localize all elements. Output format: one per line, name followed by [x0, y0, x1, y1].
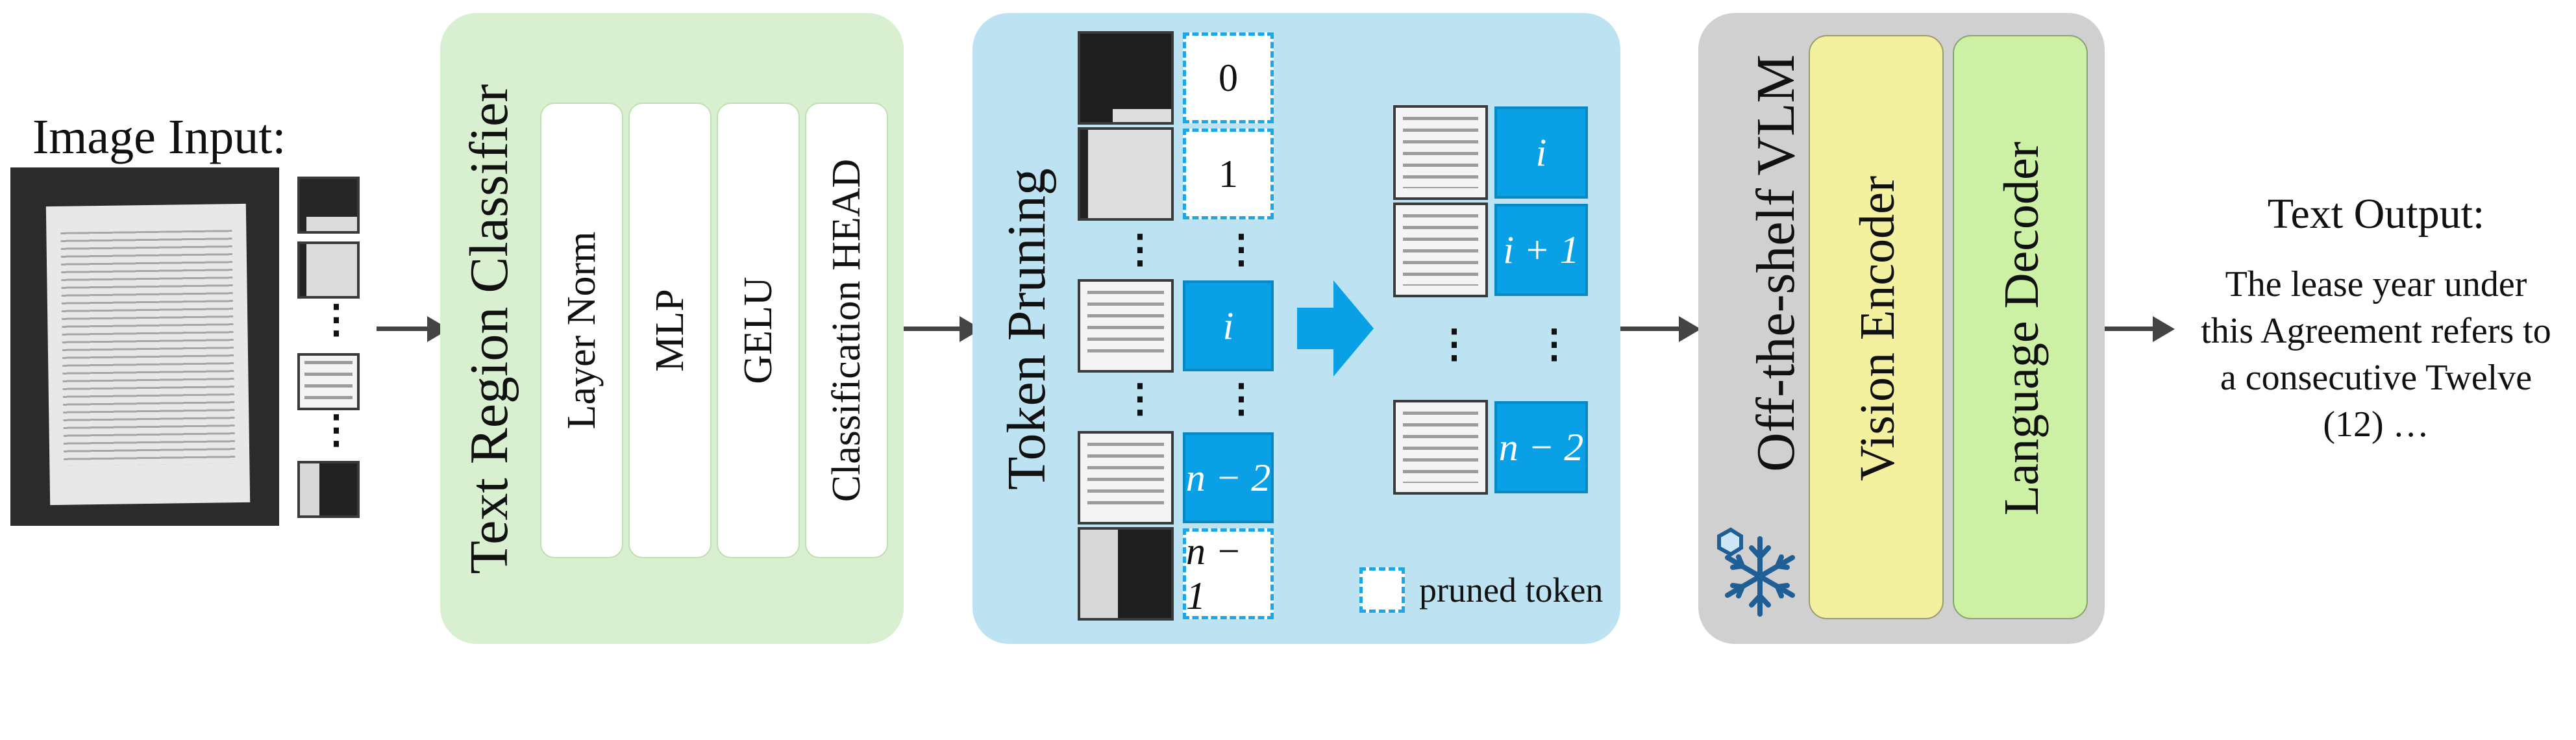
pruning-patch-i	[1078, 279, 1174, 373]
token-ellipsis-1: ⋮	[1222, 228, 1261, 271]
patch-ellipsis-2: ⋮	[1121, 377, 1159, 420]
pruning-patch-0	[1078, 31, 1174, 125]
input-patch-4	[297, 461, 360, 518]
image-input-label: Image Input:	[32, 110, 286, 164]
vlm-title: Off-the-shelf VLM	[1746, 54, 1806, 472]
token-0: 0	[1183, 32, 1274, 123]
input-document-image	[10, 167, 279, 526]
kept-token-n-minus-2: n − 2	[1494, 401, 1588, 493]
vision-encoder-block: Vision Encoder	[1809, 35, 1944, 619]
token-i: i	[1183, 280, 1274, 371]
output-line-3: a consecutive Twelve	[2220, 358, 2533, 398]
output-line-1: The lease year under	[2225, 264, 2527, 304]
arrow-classifier-to-pruning	[904, 327, 963, 331]
gelu-label: GELU	[736, 277, 780, 384]
token-pruning-title: Token Pruning	[997, 168, 1057, 490]
pruning-patch-n-minus-1	[1078, 527, 1174, 621]
mlp-block: MLP	[628, 103, 712, 558]
text-output-label: Text Output:	[2267, 190, 2485, 238]
input-patch-1	[297, 177, 360, 234]
kept-patch-i	[1393, 105, 1488, 200]
mlp-label: MLP	[648, 289, 692, 372]
kept-token-i: i	[1494, 106, 1588, 199]
kept-token-ellipsis: ⋮	[1535, 323, 1574, 365]
arrow-pruning-to-vlm	[1620, 327, 1683, 331]
language-decoder-label: Language Decoder	[1994, 142, 2049, 516]
output-line-4: (12) …	[2323, 404, 2429, 445]
arrow-pruning-to-vlm-head	[1679, 316, 1701, 342]
classification-head-block: Classification HEAD	[805, 103, 888, 558]
language-decoder-block: Language Decoder	[1953, 35, 2088, 619]
pruning-arrow-icon	[1297, 280, 1374, 376]
kept-patch-n-minus-2	[1393, 400, 1488, 495]
kept-patch-i-plus-1	[1393, 203, 1488, 297]
input-page	[45, 203, 251, 506]
text-output-content: The lease year under this Agreement refe…	[2188, 261, 2564, 448]
vision-encoder-label: Vision Encoder	[1850, 175, 1905, 482]
arrow-input-to-classifier	[377, 327, 431, 331]
input-patch-ellipsis-1: ⋮	[317, 298, 356, 341]
input-patch-3	[297, 353, 360, 410]
token-n-minus-1: n − 1	[1183, 528, 1274, 619]
kept-patch-ellipsis: ⋮	[1435, 323, 1474, 365]
classification-head-label: Classification HEAD	[824, 158, 869, 502]
input-patch-ellipsis-2: ⋮	[317, 408, 356, 451]
pruned-token-legend-swatch	[1359, 567, 1405, 613]
arrow-vlm-to-output	[2105, 327, 2157, 331]
pruning-patch-n-minus-2	[1078, 431, 1174, 524]
input-page-text	[60, 230, 236, 466]
classifier-title: Text Region Classifier	[459, 84, 519, 574]
kept-token-i-plus-1: i + 1	[1494, 204, 1588, 296]
gelu-block: GELU	[717, 103, 800, 558]
token-1: 1	[1183, 129, 1274, 219]
arrow-vlm-to-output-head	[2153, 316, 2175, 342]
patch-ellipsis-1: ⋮	[1121, 228, 1159, 271]
layer-norm-label: Layer Norm	[560, 231, 604, 430]
pruned-token-legend-label: pruned token	[1419, 571, 1604, 610]
input-patch-2	[297, 241, 360, 299]
token-ellipsis-2: ⋮	[1222, 377, 1261, 420]
frozen-snowflake-icon	[1717, 527, 1795, 617]
pruning-patch-1	[1078, 127, 1174, 221]
output-line-2: this Agreement refers to	[2201, 311, 2551, 351]
token-n-minus-2: n − 2	[1183, 432, 1274, 523]
layer-norm-block: Layer Norm	[540, 103, 623, 558]
